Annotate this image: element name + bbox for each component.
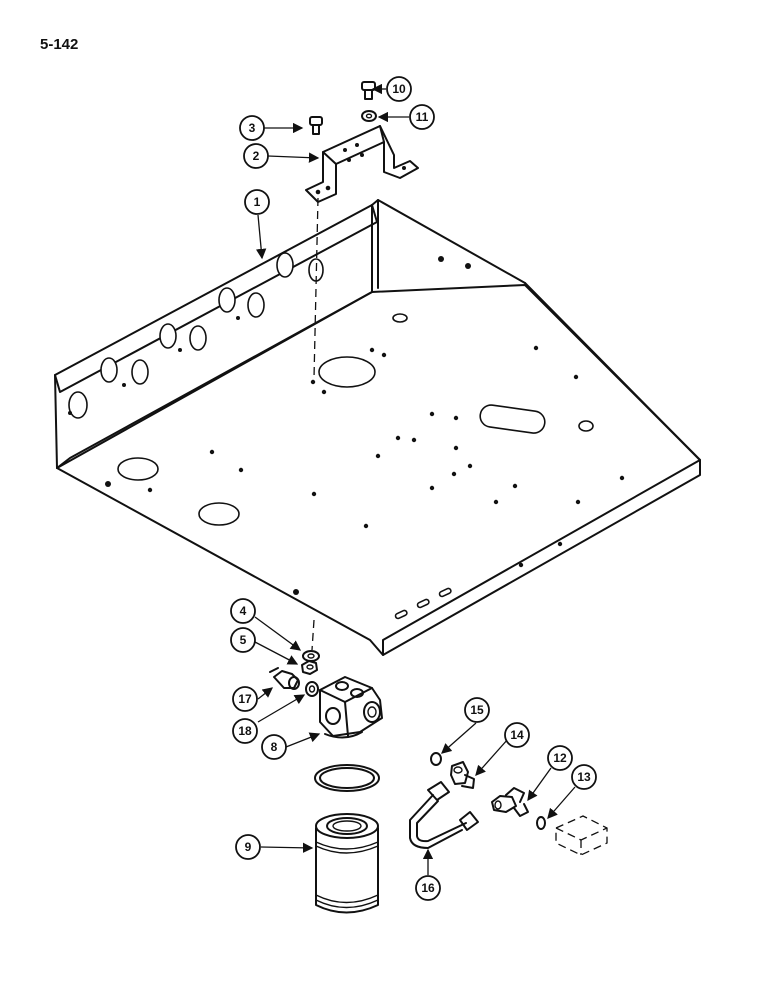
bracket (305, 125, 419, 203)
filter-element (315, 813, 379, 914)
mounting-plate (54, 199, 701, 656)
page-number: 5-142 (40, 36, 79, 53)
washer-13 (536, 816, 546, 830)
callout-16: 16 (415, 875, 441, 901)
o-ring-18 (305, 681, 319, 697)
callout-13: 13 (571, 764, 597, 790)
svg-text:8: 8 (271, 740, 278, 754)
svg-text:9: 9 (245, 840, 252, 854)
filter-head (319, 676, 383, 739)
reference-block (555, 815, 608, 856)
callout-5: 5 (230, 627, 256, 653)
svg-text:1: 1 (254, 195, 261, 209)
svg-text:12: 12 (553, 751, 567, 765)
alignment-line-lower (311, 619, 315, 651)
callout-9: 9 (235, 834, 261, 860)
callout-11: 11 (409, 104, 435, 130)
svg-text:2: 2 (253, 149, 260, 163)
bolt-3 (309, 116, 323, 135)
fitting-14 (450, 761, 475, 789)
callout-4: 4 (230, 598, 256, 624)
svg-text:3: 3 (249, 121, 256, 135)
nut-5 (301, 660, 318, 675)
svg-text:16: 16 (421, 881, 435, 895)
callout-10: 10 (386, 76, 412, 102)
callout-1: 1 (244, 189, 270, 215)
fitting-12 (491, 787, 529, 817)
callout-15: 15 (464, 697, 490, 723)
filter-gasket (314, 764, 380, 792)
callout-17: 17 (232, 686, 258, 712)
callout-14: 14 (504, 722, 530, 748)
svg-text:11: 11 (416, 110, 429, 124)
elbow-fitting-17 (269, 667, 300, 690)
washer-15 (430, 752, 442, 766)
leader-lines (254, 83, 576, 875)
svg-text:10: 10 (392, 82, 406, 96)
svg-text:18: 18 (238, 724, 252, 738)
nut-4 (302, 650, 320, 662)
callout-8: 8 (261, 734, 287, 760)
washer-11 (361, 110, 377, 122)
svg-text:15: 15 (470, 703, 484, 717)
svg-text:4: 4 (240, 604, 247, 618)
svg-text:5: 5 (240, 633, 247, 647)
svg-text:13: 13 (577, 770, 591, 784)
svg-text:14: 14 (510, 728, 524, 742)
bolt-10 (361, 81, 376, 100)
alignment-line (313, 197, 319, 379)
tube-assembly (409, 781, 479, 849)
callout-18: 18 (232, 718, 258, 744)
callout-2: 2 (243, 143, 269, 169)
callout-3: 3 (239, 115, 265, 141)
svg-text:17: 17 (238, 692, 252, 706)
callout-12: 12 (547, 745, 573, 771)
